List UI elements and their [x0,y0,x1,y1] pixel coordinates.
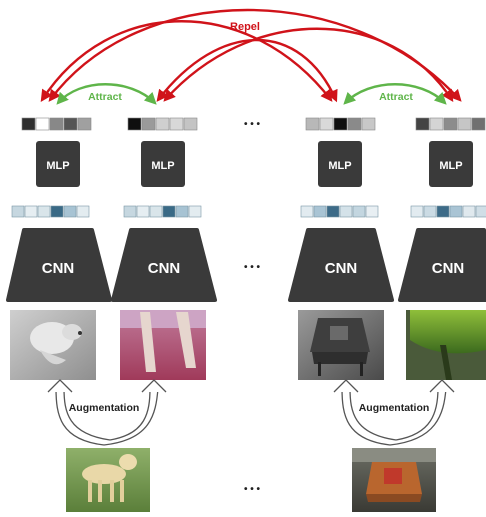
output-vector [127,117,198,131]
mlp-block: MLP [429,141,473,187]
vector-cell [305,117,320,131]
mlp-block: MLP [36,141,80,187]
cnn-block: CNN [6,228,112,302]
vector-cell [457,117,472,131]
vector-cell [123,205,137,218]
green-chair-crop-image [406,310,486,380]
feature-vector [300,205,379,218]
attract-arrow-left [56,83,157,105]
cnn-label: CNN [432,260,465,277]
repel-label: Repel [230,21,260,33]
vector-cell [188,205,202,218]
dog-original-image [66,448,150,512]
vector-cell [24,205,38,218]
ellipsis: • • • [244,262,261,273]
vector-cell [319,117,334,131]
augmentation-arrows-left [47,379,167,451]
cnn-label: CNN [325,260,358,277]
vector-cell [141,117,156,131]
output-vector [305,117,376,131]
feature-vector [410,205,486,218]
mlp-label: MLP [46,160,69,172]
cnn-label: CNN [148,260,181,277]
vector-cell [415,117,430,131]
augmentation-label-right: Augmentation [359,402,430,414]
vector-cell [339,205,353,218]
vector-cell [127,117,142,131]
repel-arrow [156,39,338,103]
vector-cell [49,117,64,131]
dog-legs-crop-image [120,310,206,380]
vector-cell [313,205,327,218]
vector-cell [326,205,340,218]
vector-cell [462,205,476,218]
repel-arrows [40,8,462,103]
vector-cell [423,205,437,218]
vector-cell [136,205,150,218]
vector-cell [471,117,486,131]
chair-grayscale-image [298,310,384,380]
vector-cell [76,205,90,218]
augmentation-label-left: Augmentation [69,402,140,414]
vector-cell [63,117,78,131]
ellipsis: • • • [244,119,261,130]
repel-arrow [163,27,454,103]
vector-cell [436,205,450,218]
feature-vector [123,205,202,218]
vector-cell [21,117,36,131]
vector-cell [175,205,189,218]
ellipsis: • • • [244,484,261,495]
vector-cell [352,205,366,218]
vector-cell [443,117,458,131]
vector-cell [155,117,170,131]
cnn-label: CNN [42,260,75,277]
feature-vector [11,205,90,218]
vector-cell [169,117,184,131]
vector-cell [333,117,348,131]
vector-cell [183,117,198,131]
vector-cell [300,205,314,218]
output-vector [415,117,486,131]
vector-cell [50,205,64,218]
augmentation-arrows-right [333,379,455,451]
vector-cell [149,205,163,218]
vector-cell [63,205,77,218]
mlp-label: MLP [439,160,462,172]
vector-cell [410,205,424,218]
vector-cell [35,117,50,131]
mlp-block: MLP [141,141,185,187]
mlp-label: MLP [151,160,174,172]
attract-arrow-right [343,83,447,105]
vector-cell [347,117,362,131]
vector-cell [449,205,463,218]
attract-label-left: Attract [88,91,122,103]
vector-cell [429,117,444,131]
vector-cell [37,205,51,218]
cnn-block: CNN [288,228,394,302]
cnn-block: CNN [398,228,486,302]
vector-cell [475,205,486,218]
repel-arrow [40,20,333,103]
vector-cell [77,117,92,131]
vector-cell [11,205,25,218]
attract-label-right: Attract [379,91,413,103]
mlp-block: MLP [318,141,362,187]
mlp-label: MLP [328,160,351,172]
dog-grayscale-image [10,310,96,380]
output-vector [21,117,92,131]
cnn-block: CNN [111,228,217,302]
chair-original-image [352,448,436,512]
vector-cell [162,205,176,218]
vector-cell [361,117,376,131]
vector-cell [365,205,379,218]
